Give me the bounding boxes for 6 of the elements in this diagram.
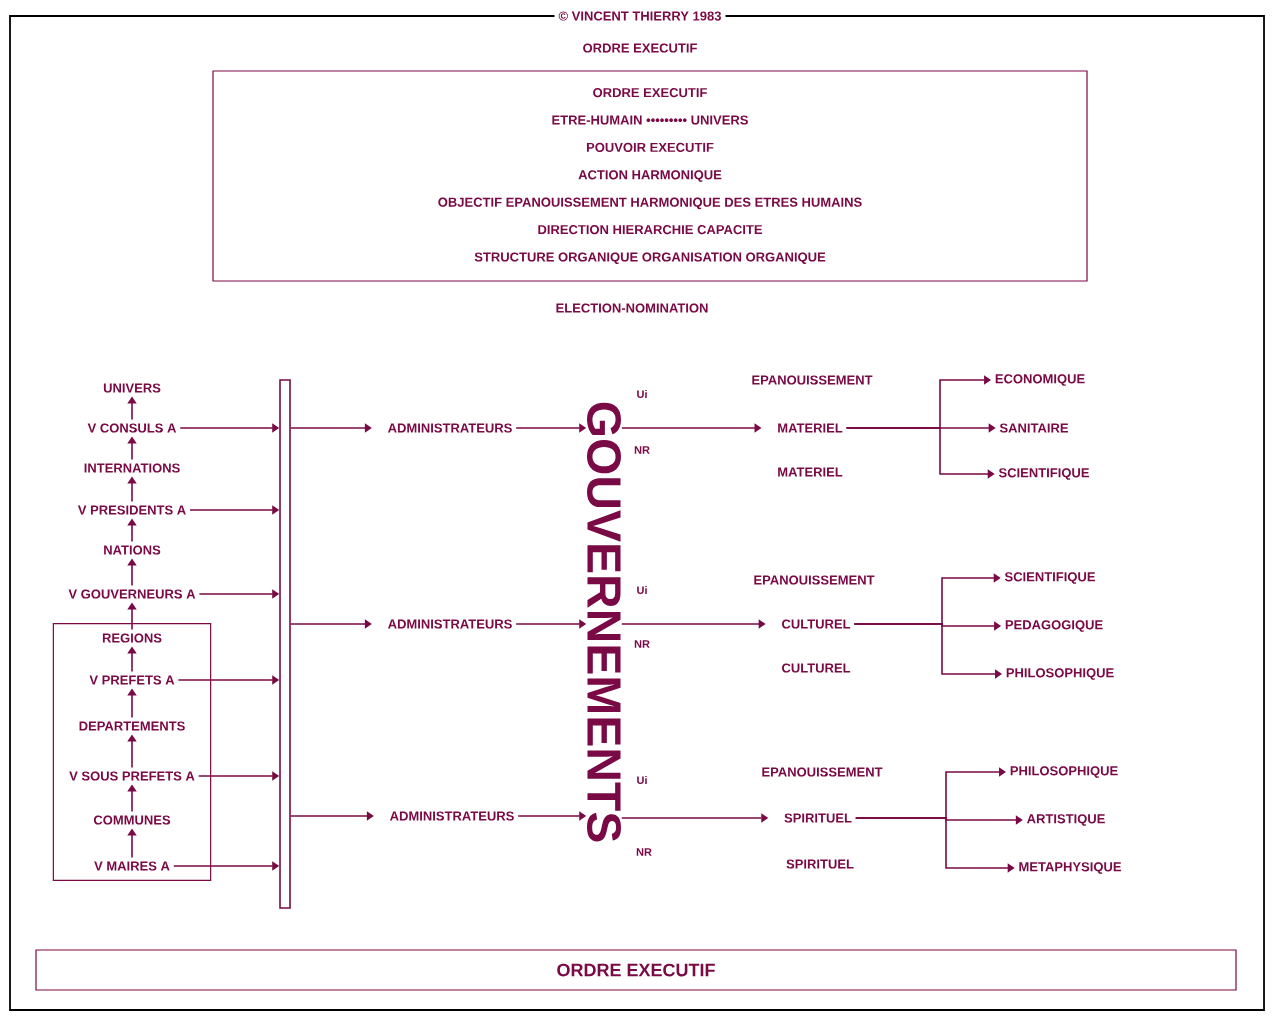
group-box	[52, 623, 212, 881]
arrow	[290, 423, 372, 433]
banner-box: ORDRE EXECUTIF	[35, 949, 1237, 991]
arrow	[290, 811, 374, 821]
vertical-label: GOUVERNEMENTS	[587, 402, 621, 842]
vertical-bar	[279, 379, 291, 909]
